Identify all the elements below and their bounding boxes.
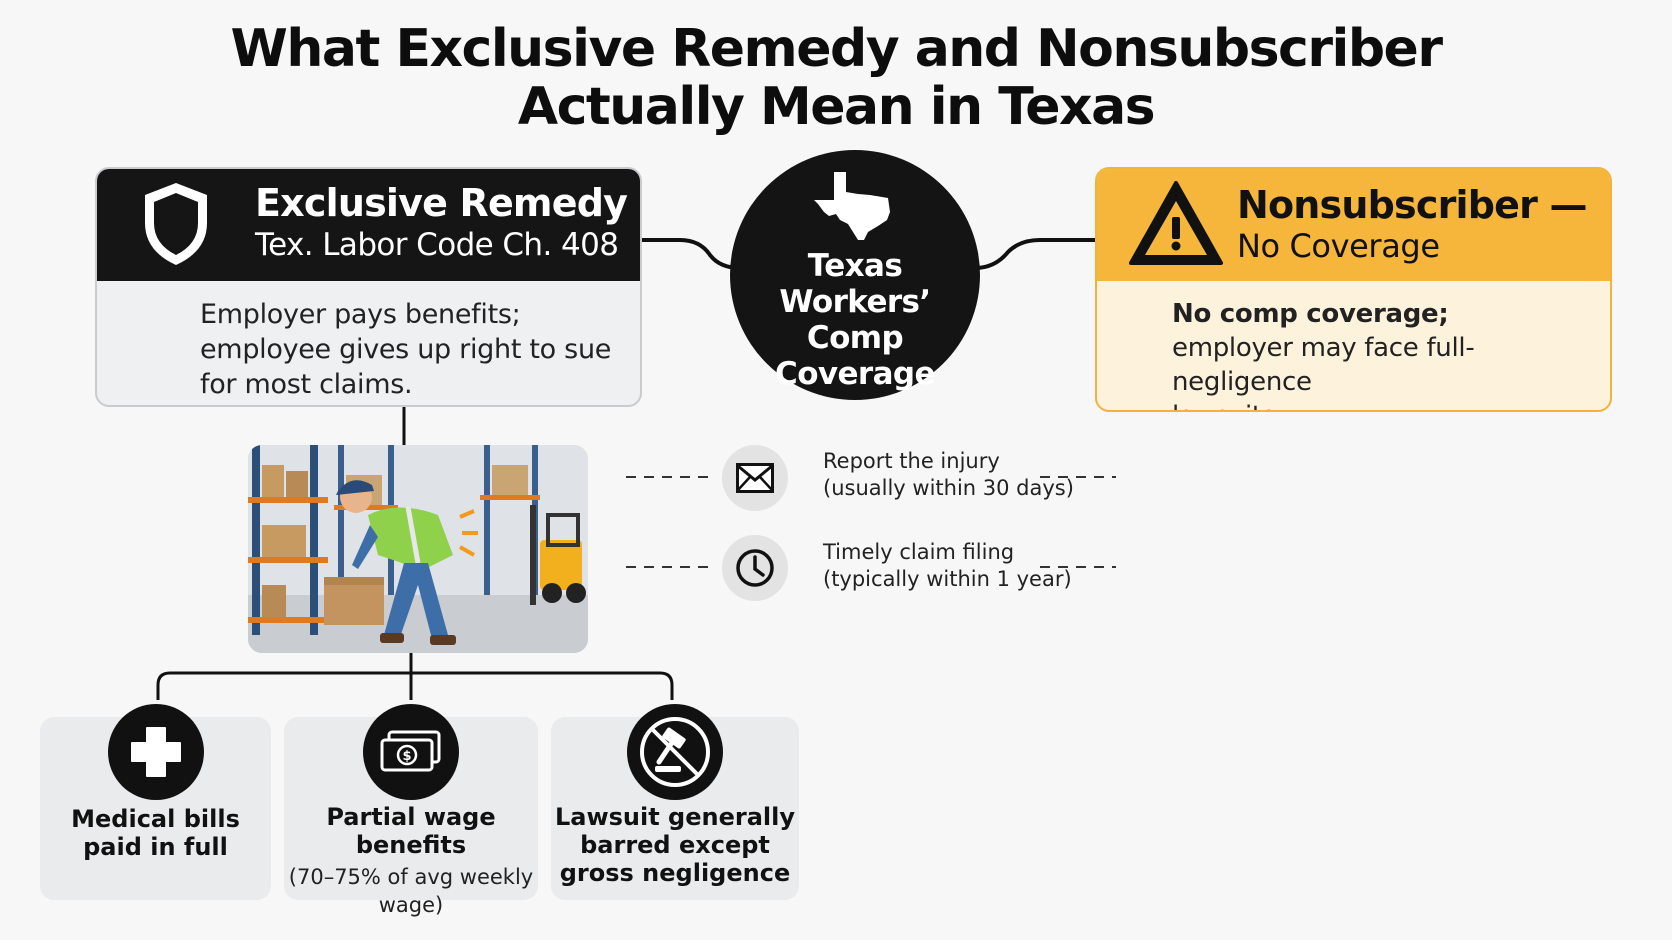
- injured-worker-illustration: [248, 445, 588, 653]
- description-line: employee gives up right to sue: [200, 334, 612, 365]
- svg-text:$: $: [402, 749, 411, 764]
- shield-icon: [145, 183, 207, 265]
- center-label: Texas Workers’ Comp Coverage: [730, 248, 980, 392]
- description-line: employer may face full-negligence: [1172, 333, 1475, 397]
- center-label-line: Coverage: [775, 356, 936, 392]
- texas-map-icon: [814, 172, 890, 240]
- clock-icon: [736, 549, 774, 587]
- filing-step-icon-bg: [722, 535, 788, 601]
- description-line: for most claims.: [200, 369, 413, 400]
- center-label-line: Workers’ Comp: [779, 284, 931, 356]
- title-line-1: What Exclusive Remedy and Nonsubscriber: [230, 19, 1443, 79]
- nonsubscriber-header: Nonsubscriber — No Coverage: [1097, 169, 1610, 281]
- benefit-line: Medical bills: [71, 805, 240, 833]
- benefit-note: wage): [378, 893, 444, 917]
- benefit-line: Lawsuit generally: [554, 803, 796, 831]
- benefit-line: paid in full: [83, 833, 228, 861]
- warning-icon: [1129, 181, 1223, 265]
- page-title: What Exclusive Remedy and Nonsubscriber …: [0, 20, 1672, 136]
- filing-step-text: Timely claim filing (typically within 1 …: [823, 539, 1072, 593]
- exclusive-remedy-card: Exclusive Remedy — Tex. Labor Code Ch. 4…: [95, 167, 642, 407]
- no-gavel-icon-bg: [627, 704, 723, 800]
- nonsubscriber-card: Nonsubscriber — No Coverage No comp cove…: [1095, 167, 1612, 412]
- envelope-icon: [736, 463, 774, 493]
- benefit-line: Partial wage benefits: [326, 803, 496, 859]
- exclusive-remedy-header: Exclusive Remedy — Tex. Labor Code Ch. 4…: [97, 169, 640, 281]
- exclusive-remedy-heading: Exclusive Remedy —: [255, 181, 642, 225]
- description-line-bold: No comp coverage;: [1172, 299, 1449, 329]
- report-step-icon-bg: [722, 445, 788, 511]
- step-title: Timely claim filing: [823, 540, 1015, 564]
- benefit-card-lawsuit: Lawsuit generally barred except gross ne…: [551, 704, 799, 900]
- report-step-text: Report the injury (usually within 30 day…: [823, 448, 1074, 502]
- benefit-note: (70–75% of avg weekly: [288, 865, 534, 889]
- medical-cross-icon-bg: [108, 704, 204, 800]
- description-line: lawsuits.: [1172, 399, 1610, 410]
- benefit-text: Lawsuit generally barred except gross ne…: [551, 803, 799, 887]
- benefit-card-medical: Medical bills paid in full: [40, 704, 271, 900]
- texas-workers-comp-circle: Texas Workers’ Comp Coverage: [730, 150, 980, 400]
- step-title: Report the injury: [823, 449, 1000, 473]
- step-detail: (typically within 1 year): [823, 567, 1072, 591]
- cash-icon: $: [380, 730, 441, 772]
- exclusive-remedy-description: Employer pays benefits; employee gives u…: [200, 297, 611, 402]
- benefit-text: Partial wage benefits (70–75% of avg wee…: [284, 803, 538, 919]
- center-label-line: Texas: [807, 248, 903, 284]
- nonsubscriber-subheading: No Coverage: [1237, 227, 1440, 265]
- benefit-line: gross negligence: [559, 859, 791, 887]
- nonsubscriber-description: No comp coverage; employer may face full…: [1172, 297, 1610, 410]
- exclusive-remedy-subheading: Tex. Labor Code Ch. 408: [255, 227, 619, 263]
- no-gavel-icon: [640, 717, 710, 787]
- benefit-line: barred except: [580, 831, 770, 859]
- title-line-2: Actually Mean in Texas: [517, 77, 1156, 137]
- medical-cross-icon: [131, 727, 181, 777]
- benefit-text: Medical bills paid in full: [40, 805, 271, 861]
- description-line: Employer pays benefits;: [200, 299, 521, 330]
- step-detail: (usually within 30 days): [823, 476, 1074, 500]
- benefit-card-wage: $ Partial wage benefits (70–75% of avg w…: [284, 704, 538, 917]
- nonsubscriber-heading: Nonsubscriber —: [1237, 183, 1587, 227]
- cash-icon-bg: $: [363, 704, 459, 800]
